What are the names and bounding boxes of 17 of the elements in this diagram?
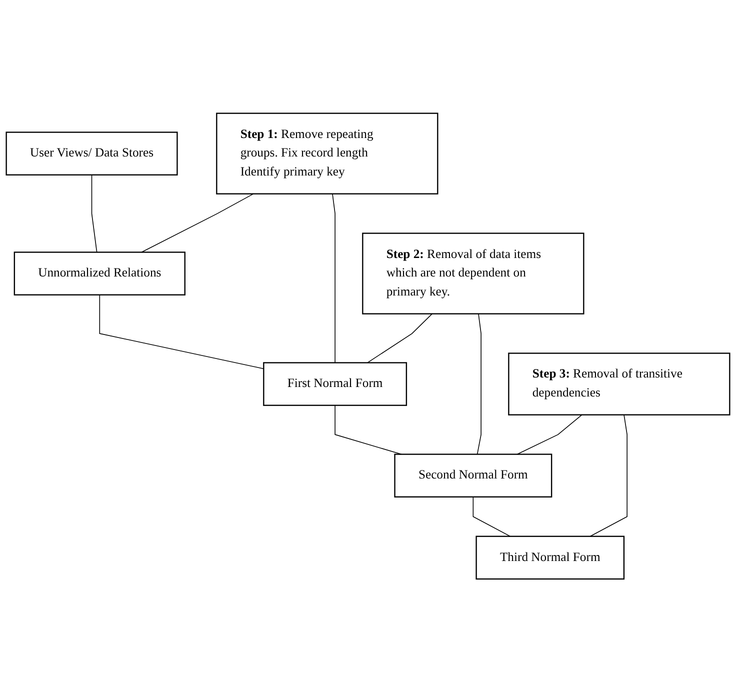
node-box: Third Normal Form xyxy=(476,536,625,580)
connector xyxy=(367,313,433,363)
connector xyxy=(91,174,98,252)
connector xyxy=(99,294,264,369)
node-box: Step 3: Removal of transitive dependencies xyxy=(508,352,730,416)
connector xyxy=(141,193,254,252)
connector xyxy=(516,414,582,455)
node-box: Step 2: Removal of data items which are not dependent on primary key. xyxy=(362,232,584,314)
node-box: Step 1: Remove repeating groups. Fix record length Identify primary key xyxy=(216,112,438,194)
connector xyxy=(332,193,336,363)
connector xyxy=(472,496,511,537)
node-box: First Normal Form xyxy=(263,362,408,406)
node-box: Second Normal Form xyxy=(394,454,552,498)
connector xyxy=(476,313,482,455)
node-box: Unnormalized Relations xyxy=(14,251,186,296)
node-box: User Views/ Data Stores xyxy=(6,132,178,176)
connector xyxy=(590,414,628,537)
